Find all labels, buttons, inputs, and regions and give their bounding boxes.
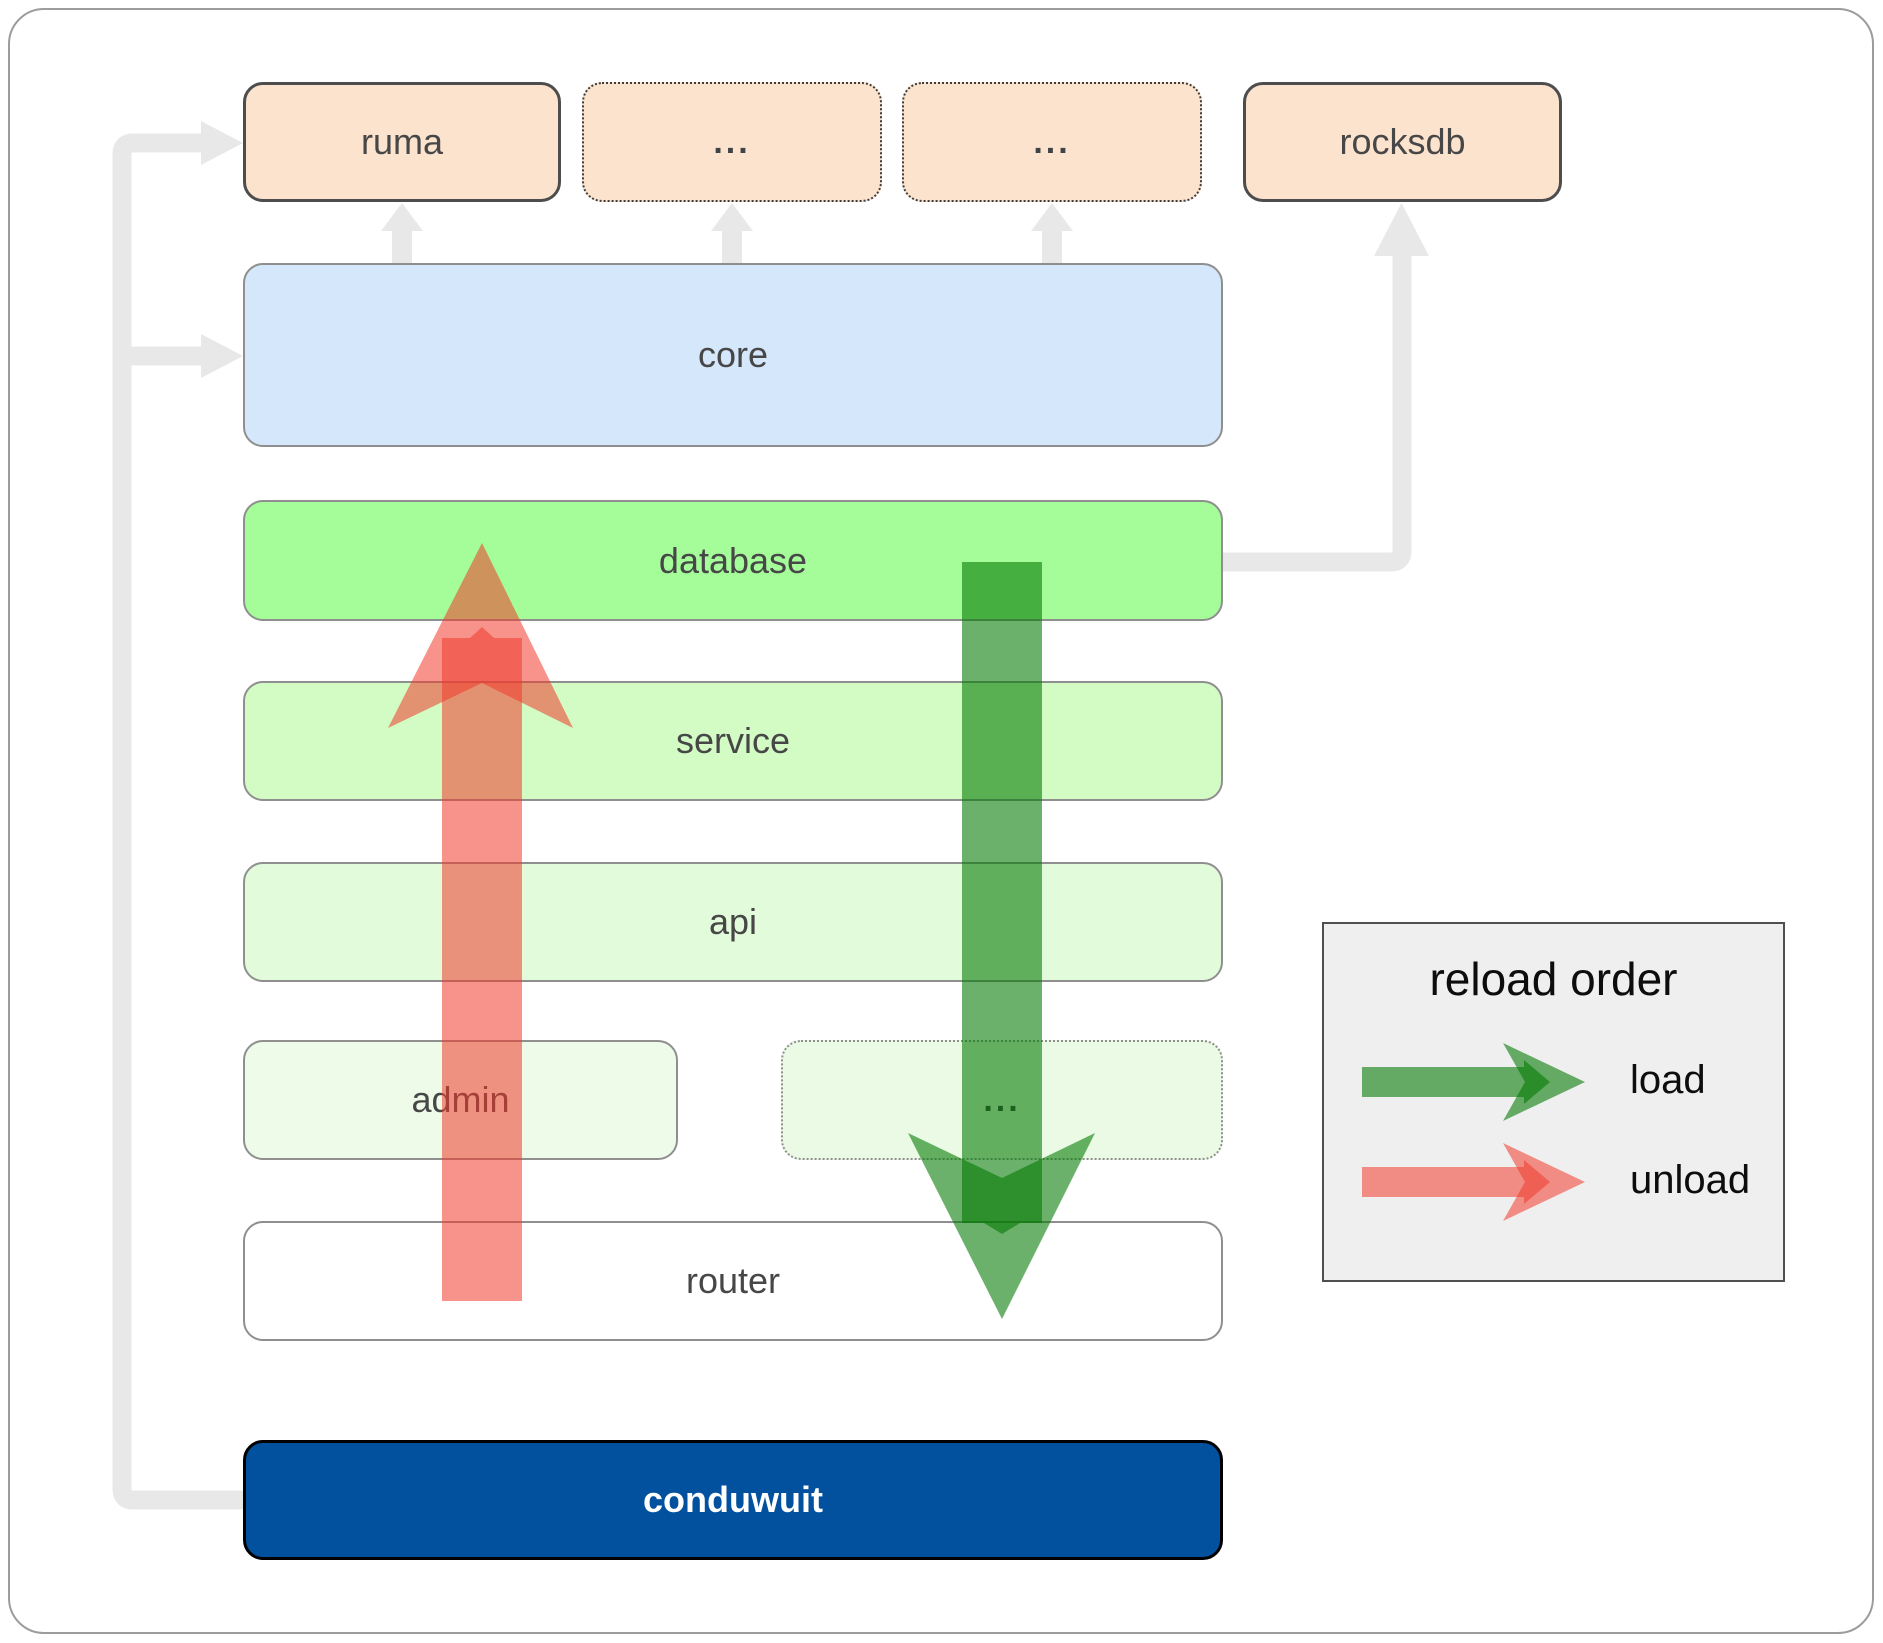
legend-unload-label: unload (1630, 1158, 1751, 1202)
legend-title: reload order (1429, 953, 1678, 1005)
legend-reload-order: reload order (1322, 922, 1785, 1282)
diagram-outer-frame (8, 8, 1874, 1634)
legend-load-label: load (1630, 1058, 1706, 1102)
